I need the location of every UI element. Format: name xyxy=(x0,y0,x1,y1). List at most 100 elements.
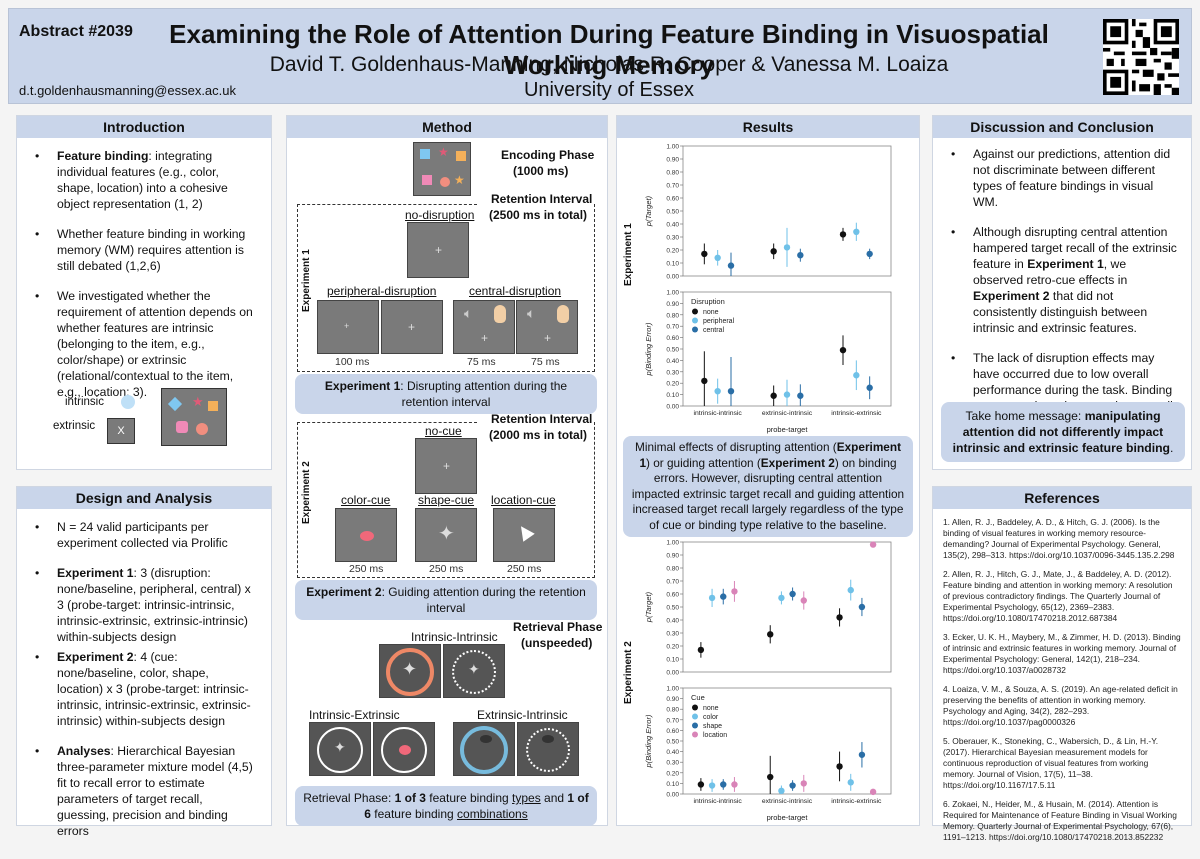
x-tick-label: extrinsic-intrinsic xyxy=(762,798,813,805)
ear-icon xyxy=(557,305,569,323)
y-tick-label: 0.50 xyxy=(666,739,679,746)
reference-item: 1. Allen, R. J., Baddeley, A. D., & Hitc… xyxy=(943,517,1175,560)
data-point xyxy=(770,248,777,255)
affiliation: University of Essex xyxy=(523,79,695,101)
data-point xyxy=(847,586,854,594)
y-tick-label: 0.30 xyxy=(666,369,679,376)
exp2-target-chart: 0.000.100.200.300.400.500.600.700.800.90… xyxy=(644,540,892,677)
x-tick-label: intrinsic-intrinsic xyxy=(693,798,742,805)
shape-cue-screen: ✦ xyxy=(415,508,477,562)
peripheral-screen-2: + xyxy=(381,300,443,354)
poster-title: Examining the Role of Attention During F… xyxy=(169,19,1049,80)
peripheral-screen-1: + xyxy=(317,300,379,354)
duration-250ms-a: 250 ms xyxy=(349,563,384,575)
duration-250ms-c: 250 ms xyxy=(507,563,542,575)
reference-item: 5. Oberauer, K., Stoneking, C., Wabersic… xyxy=(943,736,1159,790)
data-point xyxy=(701,377,708,385)
legend-marker xyxy=(692,713,698,720)
ei-screen-2 xyxy=(517,722,579,776)
introduction-heading: Introduction xyxy=(17,116,271,138)
data-point xyxy=(778,787,785,795)
data-point xyxy=(708,594,716,602)
no-disruption-label: no-disruption xyxy=(405,208,475,222)
y-tick-label: 0.40 xyxy=(666,618,679,625)
data-point xyxy=(697,781,705,788)
y-tick-label: 0.80 xyxy=(666,312,679,319)
data-point xyxy=(783,244,791,251)
qr-code-icon[interactable] xyxy=(1103,19,1179,95)
extrinsic-box: X xyxy=(107,418,135,444)
encoding-phase-label: Encoding Phase xyxy=(501,148,595,162)
y-axis-label: p(Target) xyxy=(644,591,653,623)
duration-75ms-b: 75 ms xyxy=(531,356,560,368)
retention2-time: (2000 ms in total) xyxy=(489,428,588,442)
y-tick-label: 0.40 xyxy=(666,222,679,229)
speaker-icon: 🔈︎ xyxy=(527,305,536,321)
color-cue-screen xyxy=(335,508,397,562)
y-tick-label: 0.60 xyxy=(666,335,679,342)
y-tick-label: 0.50 xyxy=(666,347,679,354)
data-point xyxy=(727,387,735,395)
y-axis-label: p(Target) xyxy=(644,195,653,227)
data-point xyxy=(836,763,843,770)
reference-item: 2. Allen, R. J., Hitch, G. J., Mate, J.,… xyxy=(943,569,1173,623)
plot-frame xyxy=(682,687,892,795)
data-point xyxy=(767,773,774,781)
retention1-label: Retention Interval xyxy=(491,192,593,206)
y-tick-label: 0.20 xyxy=(666,381,679,388)
experiment2-frame-top xyxy=(297,422,477,423)
contact-email[interactable]: d.t.goldenhausmanning@essex.ac.uk xyxy=(19,83,237,98)
references-panel: References 1. Allen, R. J., Baddeley, A.… xyxy=(932,486,1192,842)
y-tick-label: 0.10 xyxy=(666,261,679,268)
data-point xyxy=(797,252,804,259)
peripheral-disruption-label: peripheral-disruption xyxy=(327,284,437,298)
data-point xyxy=(800,597,807,604)
ei-label: Extrinsic-Intrinsic xyxy=(477,708,568,722)
data-point xyxy=(727,262,735,269)
results-heading: Results xyxy=(617,116,919,138)
no-cue-label: no-cue xyxy=(425,424,462,438)
experiment1-frame xyxy=(297,204,595,372)
data-point xyxy=(800,780,807,787)
data-point xyxy=(731,781,738,788)
intro-bullet: Feature binding: integrating individual … xyxy=(31,148,257,212)
results-exp1-label: Experiment 1 xyxy=(623,223,634,286)
ear-icon xyxy=(494,305,506,323)
data-point xyxy=(767,631,774,638)
location-cue-label: location-cue xyxy=(491,493,556,507)
y-tick-label: 0.30 xyxy=(666,760,679,767)
exp1-target-chart: 0.000.100.200.300.400.500.600.700.800.90… xyxy=(644,144,892,281)
y-tick-label: 0.90 xyxy=(666,301,679,308)
x-tick-label: intrinsic-intrinsic xyxy=(693,410,742,417)
y-tick-label: 0.50 xyxy=(666,605,679,612)
method-heading: Method xyxy=(287,116,607,138)
y-tick-label: 0.60 xyxy=(666,592,679,599)
y-tick-label: 0.00 xyxy=(666,792,679,799)
data-point xyxy=(853,372,860,379)
encoding-stimulus: ★ ★ xyxy=(413,142,471,196)
central-disruption-label: central-disruption xyxy=(469,284,562,298)
ii-screen-2: ✦ xyxy=(443,644,505,698)
intro-bullet: We investigated whether the requirement … xyxy=(31,288,257,400)
references-heading: References xyxy=(933,487,1191,509)
y-tick-label: 0.90 xyxy=(666,157,679,164)
y-tick-label: 0.50 xyxy=(666,209,679,216)
ii-label: Intrinsic-Intrinsic xyxy=(411,630,498,644)
y-tick-label: 0.00 xyxy=(666,670,679,677)
duration-100ms: 100 ms xyxy=(335,356,370,368)
data-point xyxy=(789,590,796,598)
y-tick-label: 0.90 xyxy=(666,553,679,560)
data-point xyxy=(720,781,727,788)
results-exp2-label: Experiment 2 xyxy=(623,641,634,704)
data-point xyxy=(731,588,738,595)
duration-250ms-b: 250 ms xyxy=(429,563,464,575)
x-axis-label: probe-target xyxy=(767,425,809,434)
exp1-binding-chart: 0.000.100.200.300.400.500.600.700.800.90… xyxy=(644,290,892,434)
discussion-bullet: Although disrupting central attention ha… xyxy=(947,224,1177,336)
introduction-panel: Introduction Feature binding: integratin… xyxy=(16,115,272,470)
ie-screen-1: ✦ xyxy=(309,722,371,776)
data-point xyxy=(866,250,873,258)
reference-item: 4. Loaiza, V. M., & Souza, A. S. (2019).… xyxy=(943,684,1178,727)
legend-label: color xyxy=(703,714,719,721)
exp2-binding-chart: 0.000.100.200.300.400.500.600.700.800.90… xyxy=(644,686,892,822)
